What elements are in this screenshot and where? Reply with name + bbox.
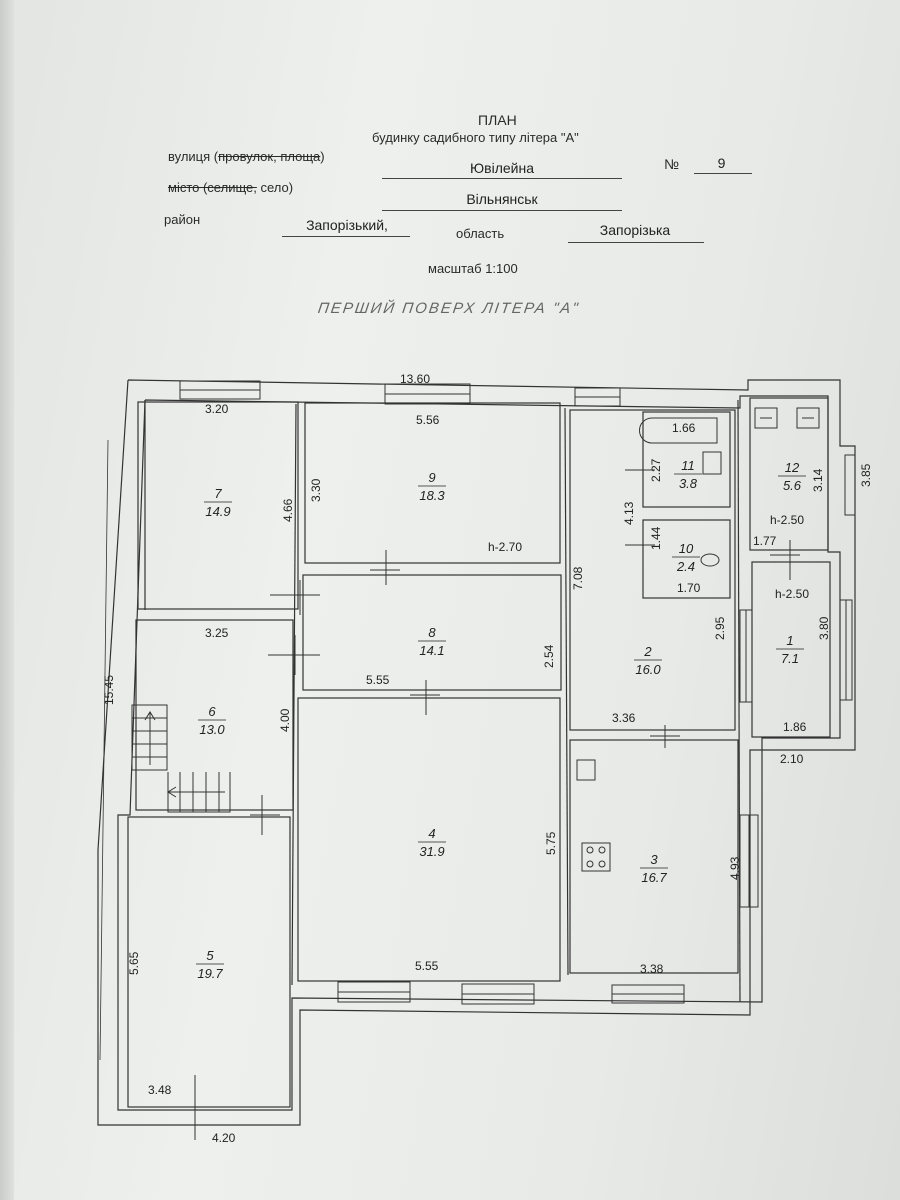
number-underline [694, 173, 752, 174]
room-number-5: 5 [206, 948, 214, 963]
room-area-2: 16.0 [635, 662, 661, 677]
dim-r1-width: 1.86 [783, 720, 807, 734]
dim-total-height: 15.45 [102, 675, 116, 705]
dim-r6-height: 4.00 [278, 708, 292, 732]
city-label: місто (селище, село) [168, 180, 294, 195]
room-number-8: 8 [428, 625, 436, 640]
ceiling-heights: h-2.70 h-2.50 h-2.50 [488, 513, 809, 601]
room-number-2: 2 [643, 644, 652, 659]
dim-r5-height: 5.65 [127, 951, 141, 975]
dim-r2-width: 3.36 [612, 711, 636, 725]
room-area-9: 18.3 [419, 488, 445, 503]
city-value: Вільнянськ [466, 191, 538, 207]
dim-r5-outer: 4.20 [212, 1131, 236, 1145]
region-value: Запорізька [599, 222, 671, 238]
number-label: № [664, 156, 680, 172]
page-edge [0, 0, 14, 1200]
district-underline [282, 236, 410, 237]
room-area-8: 14.1 [419, 643, 444, 658]
dim-r9-width: 5.56 [416, 413, 440, 427]
height-r1: h-2.50 [775, 587, 809, 601]
plan-subtitle: будинку садибного типу літера "А" [372, 130, 579, 145]
height-r9: h-2.70 [488, 540, 522, 554]
street-label: вулиця (провулок, площа) [168, 149, 325, 164]
city-underline [382, 210, 622, 211]
room-number-9: 9 [428, 470, 435, 485]
dim-r4-width: 5.55 [415, 959, 439, 973]
room-number-6: 6 [208, 704, 216, 719]
room-area-11: 3.8 [679, 476, 698, 491]
dim-r1-height: 3.80 [817, 616, 831, 640]
room-number-1: 1 [786, 633, 793, 648]
stairs [131, 704, 231, 813]
room-number-3: 3 [650, 852, 658, 867]
room-number-10: 10 [679, 541, 694, 556]
dim-r10-height: 1.44 [649, 526, 663, 550]
district-value: Запорізький, [306, 217, 388, 233]
dim-r11-bath: 1.66 [672, 421, 696, 435]
number-value: 9 [717, 155, 726, 171]
district-label: район [164, 212, 201, 227]
dim-r1-outer: 2.10 [780, 752, 804, 766]
plan-walls [97, 379, 856, 1140]
dim-r11-height: 2.27 [649, 458, 663, 482]
room-area-4: 31.9 [419, 844, 444, 859]
room-number-11: 11 [681, 458, 695, 473]
room-area-5: 19.7 [197, 966, 223, 981]
dim-r8-height: 2.54 [542, 644, 556, 668]
dim-r8-width: 5.55 [366, 673, 390, 687]
room-area-12: 5.6 [783, 478, 802, 493]
dim-r3-height: 4.93 [728, 856, 742, 880]
doors [194, 469, 800, 1140]
region-label: область [456, 226, 505, 241]
room-labels: 7 14.9 9 18.3 11 3.8 12 5.6 10 2.4 8 14.1 2 16.0 1 7.1 6… [196, 458, 806, 981]
dim-r12-height: 3.14 [811, 468, 825, 492]
street-value: Ювілейна [470, 160, 534, 176]
fixtures [576, 407, 820, 872]
dim-r5-width: 3.48 [148, 1083, 172, 1097]
street-underline [382, 178, 622, 179]
scale-label: масштаб 1:100 [428, 261, 518, 276]
dim-r9-height: 3.30 [309, 478, 323, 502]
dim-r7-width: 3.20 [205, 402, 229, 416]
dim-outer-right: 3.85 [859, 463, 873, 487]
room-area-10: 2.4 [676, 559, 695, 574]
dim-r10-width: 1.70 [677, 581, 701, 595]
dim-r7-height: 4.66 [281, 498, 295, 522]
room-area-6: 13.0 [199, 722, 225, 737]
room-number-4: 4 [428, 826, 435, 841]
dim-r12-width: 1.77 [753, 534, 777, 548]
dim-r3-width: 3.38 [640, 962, 664, 976]
height-r12: h-2.50 [770, 513, 804, 527]
room-number-7: 7 [214, 486, 222, 501]
windows [179, 380, 856, 1005]
room-area-1: 7.1 [781, 651, 799, 666]
plan-title: ПЛАН [478, 112, 517, 128]
dim-r2-upper: 4.13 [622, 501, 636, 525]
region-underline [568, 242, 704, 243]
room-area-3: 16.7 [641, 870, 667, 885]
room-number-12: 12 [785, 460, 800, 475]
dim-r1-left: 2.95 [713, 616, 727, 640]
dim-total-width: 13.60 [400, 372, 430, 386]
dimension-labels: 13.60 3.20 5.56 1.66 3.25 5.55 3.36 1.70… [102, 372, 873, 1145]
dim-r4-height: 5.75 [544, 831, 558, 855]
room-area-7: 14.9 [205, 504, 230, 519]
dim-r2-height: 7.08 [571, 566, 585, 590]
dim-r6-width: 3.25 [205, 626, 229, 640]
